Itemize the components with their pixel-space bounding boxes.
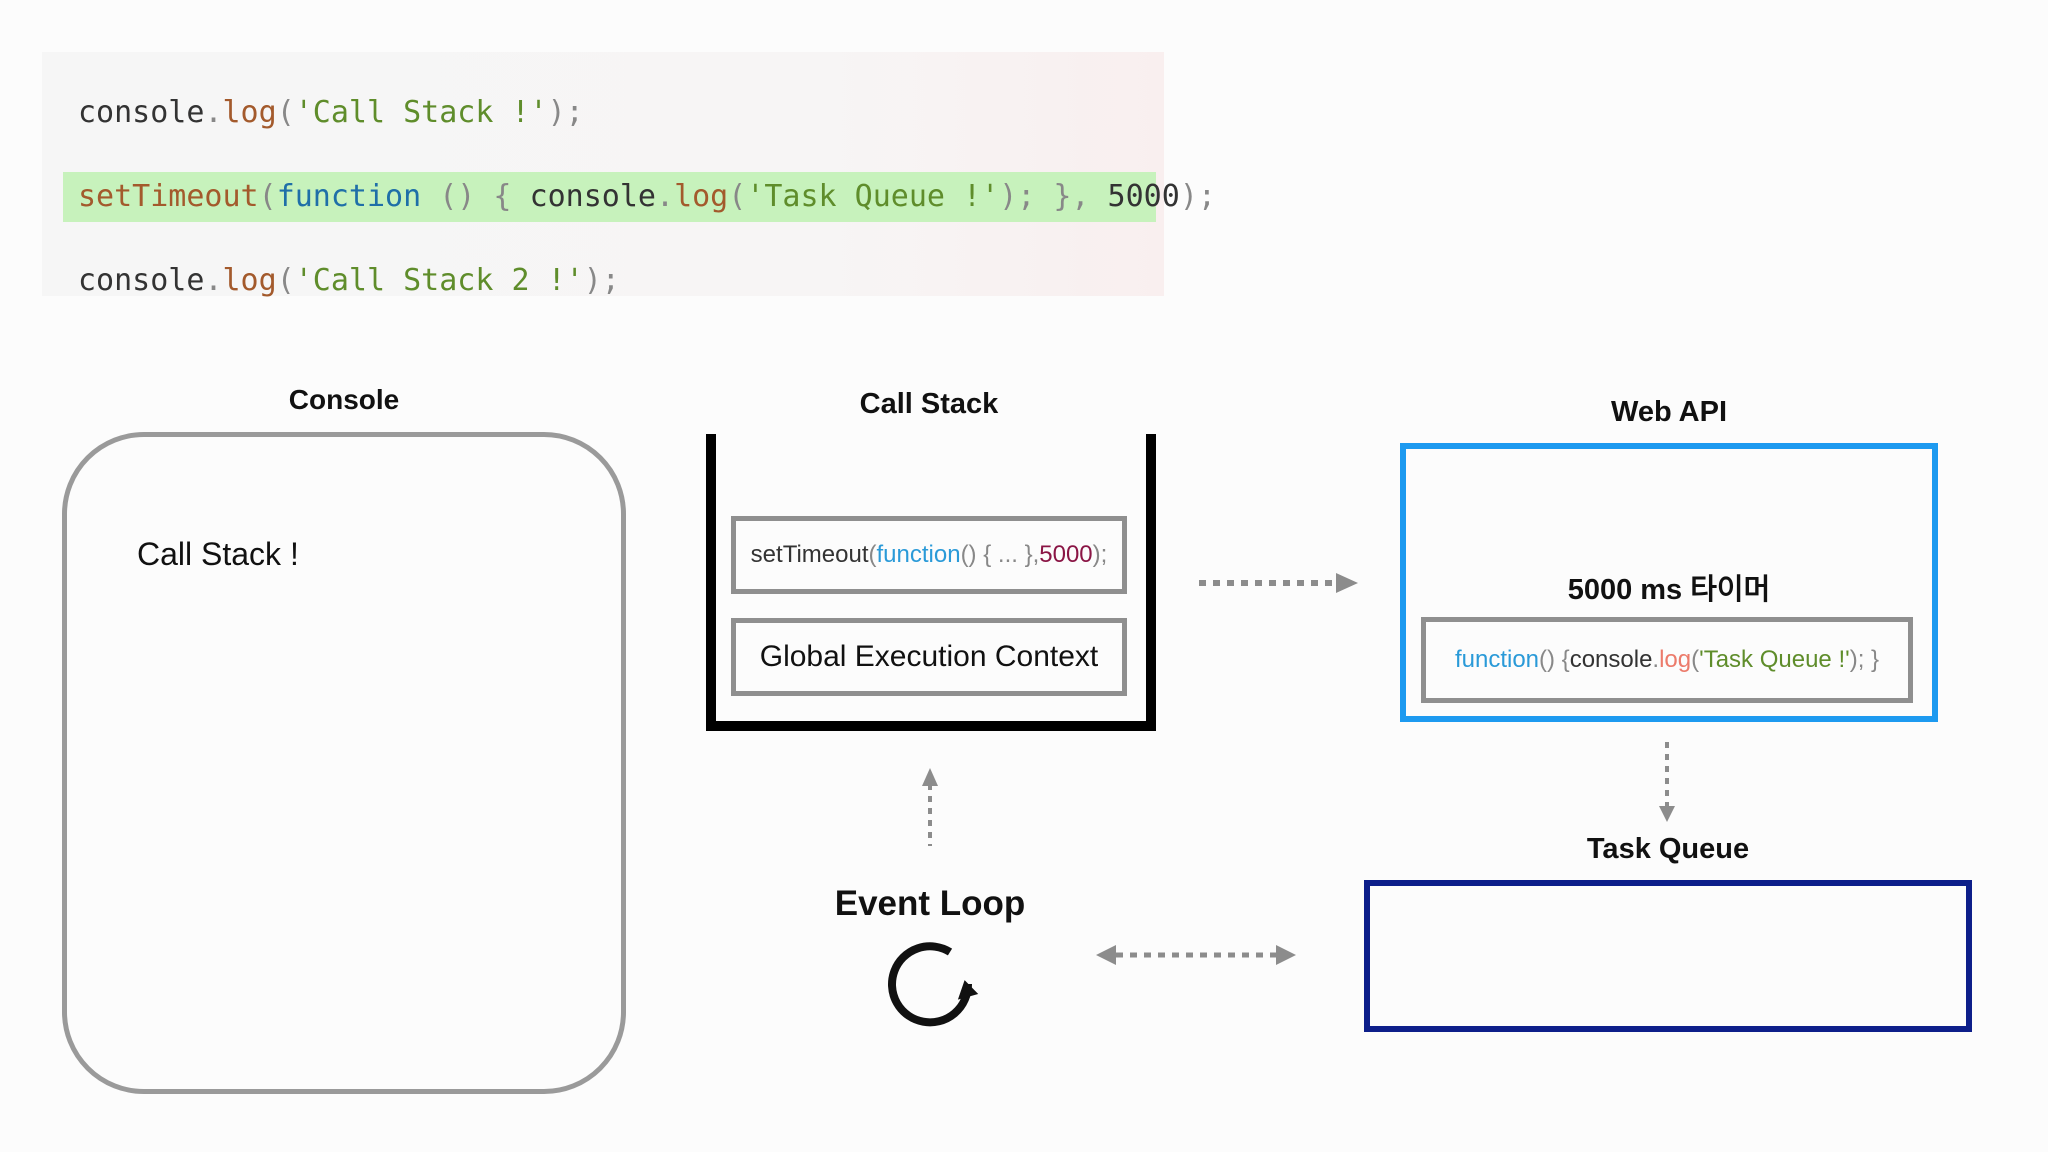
- callback-token: () {: [1539, 646, 1570, 673]
- code-token: 5000: [1089, 179, 1180, 214]
- call-stack-floor: [706, 721, 1156, 731]
- event-loop-title: Event Loop: [834, 884, 1026, 923]
- frame-token: setTimeout: [750, 541, 869, 568]
- code-token: console: [78, 263, 205, 298]
- console-title: Console: [288, 384, 400, 415]
- code-line-1: console.log('Call Stack !');: [78, 88, 584, 138]
- callback-token: log: [1659, 646, 1692, 673]
- code-token: log: [222, 263, 277, 298]
- frame-label: Global Execution Context: [759, 640, 1099, 673]
- frame-token: (: [868, 541, 877, 568]
- arrow-head-right: [1276, 945, 1296, 965]
- code-token: );: [547, 95, 584, 130]
- code-token: (: [276, 95, 295, 130]
- console-panel: [62, 432, 626, 1094]
- code-token: .: [656, 179, 675, 214]
- code-token: log: [674, 179, 729, 214]
- callback-token: .: [1652, 646, 1660, 673]
- code-token: (: [276, 263, 295, 298]
- frame-token: () { ... },: [960, 541, 1040, 568]
- code-token: () {: [421, 179, 530, 214]
- arrow-head-up: [922, 768, 938, 786]
- callback-token: function: [1454, 646, 1540, 673]
- code-token: );: [583, 263, 620, 298]
- task-queue-panel: [1364, 880, 1972, 1032]
- call-stack-title: Call Stack: [859, 388, 999, 420]
- code-line-2-highlighted: setTimeout(function () { console.log('Ta…: [63, 172, 1216, 222]
- stack-frame-global-context: Global Execution Context: [731, 618, 1127, 696]
- arrow-head-right: [1336, 573, 1358, 593]
- call-stack-right-wall: [1146, 434, 1156, 731]
- pending-callback: function() { console.log('Task Queue !')…: [1421, 617, 1913, 703]
- timer-label: 5000 ms 타이머: [1567, 574, 1771, 606]
- code-token: .: [204, 95, 223, 130]
- code-token: ); },: [999, 179, 1090, 214]
- code-token: (: [728, 179, 747, 214]
- code-token: (: [258, 179, 277, 214]
- code-token: .: [204, 263, 223, 298]
- callback-token: (: [1691, 646, 1700, 673]
- callback-token: 'Task Queue !': [1699, 646, 1850, 673]
- arrow-head-left: [1096, 945, 1116, 965]
- code-token: function: [276, 179, 422, 214]
- refresh-cycle-icon: [888, 942, 979, 1027]
- console-output-line: Call Stack !: [137, 536, 299, 572]
- callback-token: ); }: [1849, 646, 1880, 673]
- code-snippet: console.log('Call Stack !'); setTimeout(…: [42, 52, 1216, 298]
- code-line-3: console.log('Call Stack 2 !');: [78, 256, 620, 306]
- callback-token: console: [1569, 646, 1653, 673]
- frame-token: 5000: [1039, 541, 1093, 568]
- call-stack-left-wall: [706, 434, 716, 731]
- code-token: 'Call Stack !': [294, 95, 548, 130]
- code-token: setTimeout: [78, 179, 259, 214]
- stack-frame-settimeout: setTimeout(function() { ... }, 5000);: [731, 516, 1127, 594]
- arrow-head-down: [1659, 806, 1675, 822]
- code-token: 'Task Queue !': [746, 179, 1000, 214]
- frame-token: function: [876, 541, 961, 568]
- web-api-title: Web API: [1610, 396, 1727, 428]
- code-token: console: [78, 95, 205, 130]
- code-token: 'Call Stack 2 !': [294, 263, 584, 298]
- frame-token: );: [1092, 541, 1108, 568]
- code-token: );: [1179, 179, 1216, 214]
- task-queue-title: Task Queue: [1586, 833, 1750, 865]
- code-token: console: [529, 179, 656, 214]
- code-token: log: [222, 95, 277, 130]
